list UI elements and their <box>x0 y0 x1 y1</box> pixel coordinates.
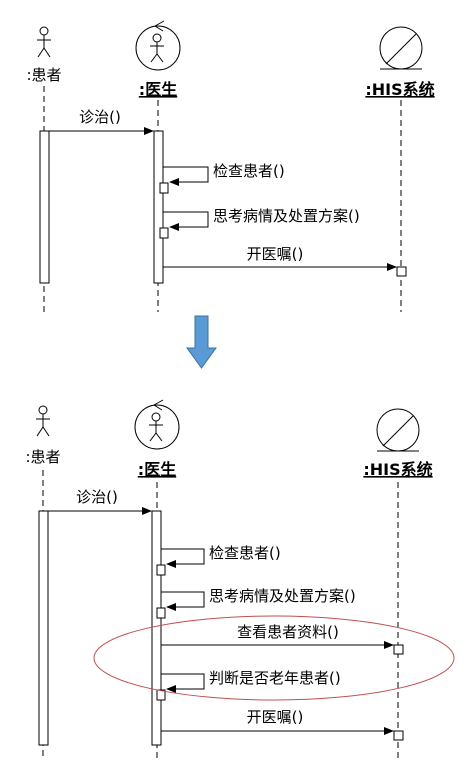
self-call-activation <box>156 689 166 701</box>
his-actor-label: :HIS系统 <box>365 80 434 99</box>
message-label: 查看患者资料() <box>237 623 339 641</box>
his-call-activation <box>396 266 407 277</box>
self-message-arrow <box>163 211 209 231</box>
his-entity-icon <box>379 26 423 70</box>
doctor-activation <box>151 510 162 746</box>
message-label: 思考病情及处置方案() <box>213 207 360 225</box>
doctor-activation <box>153 130 164 284</box>
highlight-ellipse <box>93 615 455 701</box>
self-call-activation <box>156 607 166 619</box>
self-message-arrow <box>161 591 205 611</box>
down-arrow-icon <box>186 315 217 369</box>
patient-activation <box>39 130 50 284</box>
his-call-activation <box>393 730 404 741</box>
his-call-activation <box>393 644 404 655</box>
his-actor-label: :HIS系统 <box>363 460 432 479</box>
patient-actor-icon <box>36 405 50 437</box>
message-label: 思考病情及处置方案() <box>209 587 356 605</box>
self-call-activation <box>159 227 169 239</box>
self-message-arrow <box>161 673 205 693</box>
diagram-after: :患者 :医生 :HIS系统 诊治() <box>25 399 455 760</box>
patient-actor-label: :患者 <box>26 66 61 84</box>
message-label: 检查患者() <box>213 162 285 180</box>
doctor-actor-label: :医生 <box>138 460 176 479</box>
patient-actor-icon <box>37 26 51 58</box>
message-label: 诊治() <box>76 488 118 506</box>
self-message-arrow <box>161 548 205 568</box>
diagram-before: :患者 :医生 :HIS系统 诊治() <box>26 20 435 312</box>
message-label: 开医嘱() <box>247 708 304 726</box>
doctor-actor-label: :医生 <box>139 80 177 99</box>
patient-activation <box>38 510 49 746</box>
message-label: 检查患者() <box>209 544 281 562</box>
message-label: 诊治() <box>79 108 121 126</box>
self-call-activation <box>159 182 169 194</box>
message-label: 开医嘱() <box>247 245 304 263</box>
patient-actor-label: :患者 <box>25 448 60 466</box>
self-call-activation <box>156 564 166 576</box>
doctor-control-icon <box>134 399 180 450</box>
self-message-arrow <box>163 166 209 186</box>
doctor-control-icon <box>135 20 181 71</box>
message-label: 判断是否老年患者() <box>209 669 341 687</box>
his-entity-icon <box>376 408 420 452</box>
